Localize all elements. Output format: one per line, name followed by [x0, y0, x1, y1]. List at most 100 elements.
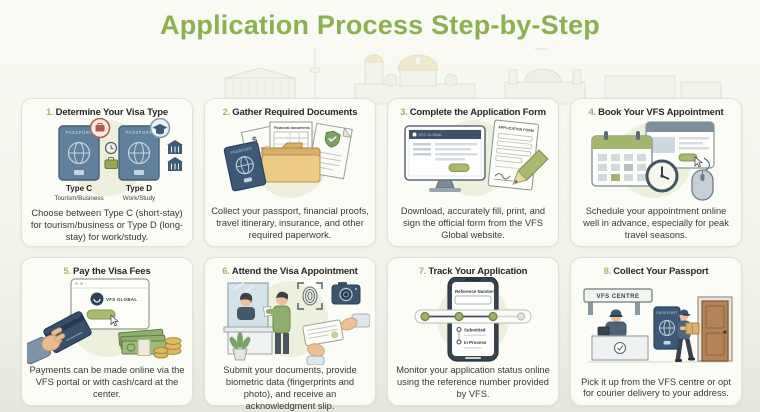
folder-icon: [261, 142, 321, 183]
step-8-title: Collect Your Passport: [613, 266, 709, 277]
step-1-illustration: PASSPORT: [27, 118, 187, 208]
step-3-illustration: VFS GLOBAL APPLICATION: [393, 118, 553, 206]
step-2-heading: 2.Gather Required Documents: [211, 107, 369, 118]
vfs-logo-icon: [90, 292, 104, 306]
step-7-illustration: Reference Number: [393, 277, 553, 365]
passport-type-c-icon: PASSPORT: [58, 125, 100, 182]
step-1-heading: 1.Determine Your Visa Type: [28, 107, 186, 118]
type-c-sublabel: Tourism/Business: [54, 195, 103, 202]
svg-text:PASSPORT: PASSPORT: [66, 130, 92, 135]
status-progress-bar: [414, 309, 532, 324]
city-skyline-background: [205, 48, 725, 105]
step-card-6: 6.Attend the Visa Appointment: [204, 257, 376, 411]
step-3-description: Download, accurately fill, print, and si…: [400, 206, 546, 240]
step-3-number: 3.: [400, 107, 408, 118]
svg-text:In Process: In Process: [464, 340, 487, 345]
step-card-5: 5.Pay the Visa Fees VFS GLOBAL: [21, 257, 193, 406]
study-badge-icon: [149, 118, 171, 139]
svg-text:VFS GLOBAL: VFS GLOBAL: [106, 297, 137, 302]
step-4-number: 4.: [588, 107, 597, 118]
passport-icon: PASSPORT: [653, 306, 681, 350]
step-6-heading: 6.Attend the Visa Appointment: [211, 266, 369, 277]
step-2-title: Gather Required Documents: [232, 107, 358, 118]
vfs-centre-booth: VFS CENTRE: [583, 288, 653, 361]
step-6-illustration: [210, 277, 370, 366]
step-5-illustration: VFS GLOBAL: [27, 277, 187, 365]
step-6-description: Submit your documents, provide biometric…: [223, 365, 357, 411]
credit-card-in-hand-icon: [27, 311, 92, 365]
svg-text:PASSPORT: PASSPORT: [656, 311, 677, 315]
step-5-title: Pay the Visa Fees: [73, 266, 151, 277]
step-2-description: Collect your passport, financial proofs,…: [211, 206, 369, 240]
page-title: Application Process Step-by-Step: [160, 10, 600, 40]
svg-text:APPLICATION FORM: APPLICATION FORM: [498, 126, 534, 134]
step-card-7: 7.Track Your Application Reference Numbe…: [387, 257, 559, 406]
fingerprint-scan-icon: [297, 282, 323, 311]
svg-text:PASSPORT: PASSPORT: [126, 130, 152, 135]
step-8-heading: 8.Collect Your Passport: [577, 266, 735, 277]
passport-type-d-icon: PASSPORT: [118, 125, 160, 182]
institution-building-icon: [167, 157, 183, 172]
coins-icon: [153, 337, 182, 359]
applicant-figure: [263, 291, 291, 355]
camera-icon: [331, 282, 361, 305]
cash-stack-icon: [118, 329, 167, 357]
briefcase-icon: [104, 157, 118, 170]
steps-grid: 1.Determine Your Visa Type PASSPORT: [21, 98, 742, 411]
university-building-icon: [167, 140, 183, 155]
svg-text:Reference Number: Reference Number: [455, 289, 494, 294]
svg-text:VFS GLOBAL: VFS GLOBAL: [419, 133, 443, 137]
step-1-description: Choose between Type C (short-stay) for t…: [30, 208, 184, 242]
step-5-number: 5.: [63, 266, 72, 277]
step-6-number: 6.: [222, 266, 230, 277]
step-4-title: Book Your VFS Appointment: [598, 107, 724, 118]
step-card-4: 4.Book Your VFS Appointment: [570, 98, 742, 247]
door-icon: [697, 296, 733, 362]
acknowledgment-slip-and-hands: [302, 313, 370, 366]
courier-figure: [675, 309, 700, 362]
tourism-badge-icon: [89, 118, 111, 139]
step-8-number: 8.: [603, 266, 612, 277]
svg-text:$: $: [251, 135, 258, 146]
svg-text:PASSPORT: PASSPORT: [230, 147, 253, 156]
step-7-title: Track Your Application: [428, 266, 528, 277]
clock-icon: [104, 142, 118, 155]
svg-text:VFS CENTRE: VFS CENTRE: [596, 294, 639, 300]
step-card-3: 3.Complete the Application Form VFS GLOB…: [387, 98, 559, 247]
step-3-heading: 3.Complete the Application Form: [394, 107, 552, 118]
step-1-title: Determine Your Visa Type: [55, 107, 169, 118]
calendar-icon: [591, 131, 653, 188]
computer-mouse-icon: [691, 157, 714, 202]
type-c-label: Type C: [66, 184, 92, 193]
step-card-2: 2.Gather Required Documents $ F: [204, 98, 376, 247]
step-4-illustration: [576, 118, 736, 206]
application-form-icon: APPLICATION FORM: [487, 119, 539, 191]
payment-portal-window-icon: VFS GLOBAL: [70, 278, 150, 330]
plant-icon: [229, 332, 251, 361]
svg-text:Submitted: Submitted: [464, 328, 486, 333]
step-card-1: 1.Determine Your Visa Type PASSPORT: [21, 98, 193, 247]
clock-icon: [645, 159, 679, 193]
step-7-number: 7.: [418, 266, 427, 277]
type-d-label: Type D: [126, 184, 152, 193]
step-7-heading: 7.Track Your Application: [394, 266, 552, 277]
visa-officer-figure: [237, 293, 255, 321]
step-8-description: Pick it up from the VFS centre or opt fo…: [581, 376, 731, 399]
step-7-description: Monitor your application status online u…: [396, 365, 550, 399]
status-checklist: Submitted In Process: [456, 327, 487, 349]
step-3-title: Complete the Application Form: [409, 107, 546, 118]
step-5-description: Payments can be made online via the VFS …: [29, 365, 185, 399]
type-d-sublabel: Work/Study: [123, 195, 156, 202]
monitor-icon: VFS GLOBAL: [404, 125, 486, 193]
step-4-heading: 4.Book Your VFS Appointment: [577, 107, 735, 118]
step-2-number: 2.: [222, 107, 231, 118]
step-5-heading: 5.Pay the Visa Fees: [28, 266, 186, 277]
passport-icon: PASSPORT: [223, 141, 267, 192]
step-2-illustration: $ Financial documents: [210, 118, 370, 206]
booking-window-icon: [645, 121, 715, 169]
step-1-number: 1.: [45, 107, 54, 118]
step-8-illustration: VFS CENTRE PASSPORT: [576, 277, 736, 376]
step-6-title: Attend the Visa Appointment: [231, 266, 358, 277]
pen-icon: [512, 149, 549, 186]
